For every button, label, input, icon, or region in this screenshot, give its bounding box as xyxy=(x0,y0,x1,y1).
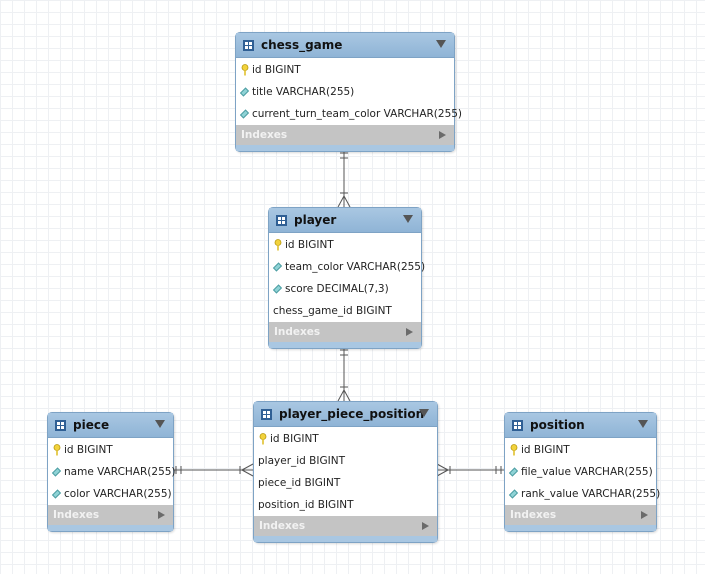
connector-piece-ppp xyxy=(173,463,254,477)
diamond-icon xyxy=(508,489,519,499)
key-icon xyxy=(240,64,250,76)
column-label: position_id BIGINT xyxy=(258,499,354,511)
entity-footer xyxy=(48,525,173,531)
indexes-section[interactable]: Indexes xyxy=(269,322,421,342)
column-row[interactable]: id BIGINT xyxy=(269,234,421,256)
column-row[interactable]: current_turn_team_color VARCHAR(255) xyxy=(236,103,462,125)
entity-piece[interactable]: piece id BIGINT name VARCHAR(255) color … xyxy=(47,412,176,532)
diamond-icon xyxy=(239,87,250,97)
entity-footer xyxy=(254,536,437,542)
key-icon xyxy=(258,433,268,445)
entity-position[interactable]: position id BIGINT file_value VARCHAR(25… xyxy=(504,412,660,532)
indexes-label: Indexes xyxy=(510,509,557,521)
column-row[interactable]: color VARCHAR(255) xyxy=(48,483,173,505)
column-row[interactable]: id BIGINT xyxy=(254,428,437,450)
entity-footer xyxy=(269,342,421,348)
connector-chess-game-player xyxy=(337,150,351,208)
indexes-section[interactable]: Indexes xyxy=(505,505,656,525)
key-icon xyxy=(52,444,62,456)
column-label: title VARCHAR(255) xyxy=(252,86,355,98)
indexes-section[interactable]: Indexes xyxy=(254,516,437,536)
expand-arrow-icon[interactable] xyxy=(158,511,165,519)
indexes-label: Indexes xyxy=(259,520,306,532)
entity-header[interactable]: chess_game xyxy=(236,33,454,58)
collapse-arrow-icon[interactable] xyxy=(638,420,648,428)
table-icon xyxy=(512,419,523,431)
entity-title: piece xyxy=(73,418,110,432)
entity-header[interactable]: player_piece_position xyxy=(254,402,437,427)
column-label: color VARCHAR(255) xyxy=(64,488,172,500)
entity-chess-game[interactable]: chess_game id BIGINT title VARCHAR(255) … xyxy=(235,32,462,152)
column-row[interactable]: id BIGINT xyxy=(236,59,454,81)
column-row[interactable]: rank_value VARCHAR(255) xyxy=(505,483,660,505)
diamond-icon xyxy=(239,109,250,119)
collapse-arrow-icon[interactable] xyxy=(403,215,413,223)
table-icon xyxy=(261,408,272,420)
indexes-label: Indexes xyxy=(53,509,100,521)
entity-player[interactable]: player id BIGINT team_color VARCHAR(255)… xyxy=(268,207,425,349)
column-label: id BIGINT xyxy=(285,239,334,251)
column-row[interactable]: title VARCHAR(255) xyxy=(236,81,454,103)
connector-position-ppp xyxy=(436,463,504,477)
column-row[interactable]: file_value VARCHAR(255) xyxy=(505,461,656,483)
entity-title: player xyxy=(294,213,337,227)
column-label: piece_id BIGINT xyxy=(258,477,341,489)
column-label: id BIGINT xyxy=(521,444,570,456)
column-label: score DECIMAL(7,3) xyxy=(285,283,389,295)
expand-arrow-icon[interactable] xyxy=(406,328,413,336)
diamond-icon xyxy=(51,467,62,477)
entity-title: player_piece_position xyxy=(279,407,425,421)
diamond-icon xyxy=(508,467,519,477)
table-icon xyxy=(276,214,287,226)
column-label: file_value VARCHAR(255) xyxy=(521,466,653,478)
column-row[interactable]: team_color VARCHAR(255) xyxy=(269,256,425,278)
collapse-arrow-icon[interactable] xyxy=(155,420,165,428)
table-icon xyxy=(55,419,66,431)
entity-header[interactable]: piece xyxy=(48,413,173,438)
entity-player-piece-position[interactable]: player_piece_position id BIGINT player_i… xyxy=(253,401,438,543)
indexes-section[interactable]: Indexes xyxy=(236,125,454,145)
column-row[interactable]: position_id BIGINT xyxy=(254,494,437,516)
indexes-label: Indexes xyxy=(241,129,288,141)
collapse-arrow-icon[interactable] xyxy=(419,409,429,417)
diamond-icon xyxy=(51,489,62,499)
column-label: rank_value VARCHAR(255) xyxy=(521,488,661,500)
column-label: id BIGINT xyxy=(252,64,301,76)
column-label: player_id BIGINT xyxy=(258,455,345,467)
column-row[interactable]: chess_game_id BIGINT xyxy=(269,300,421,322)
column-row[interactable]: score DECIMAL(7,3) xyxy=(269,278,421,300)
column-label: current_turn_team_color VARCHAR(255) xyxy=(252,108,463,120)
entity-header[interactable]: position xyxy=(505,413,656,438)
entity-footer xyxy=(236,145,454,151)
column-row[interactable]: piece_id BIGINT xyxy=(254,472,437,494)
key-icon xyxy=(509,444,519,456)
expand-arrow-icon[interactable] xyxy=(641,511,648,519)
column-label: name VARCHAR(255) xyxy=(64,466,176,478)
key-icon xyxy=(273,239,283,251)
entity-title: chess_game xyxy=(261,38,343,52)
collapse-arrow-icon[interactable] xyxy=(436,40,446,48)
column-row[interactable]: name VARCHAR(255) xyxy=(48,461,176,483)
diamond-icon xyxy=(272,284,283,294)
column-label: chess_game_id BIGINT xyxy=(273,305,392,317)
indexes-section[interactable]: Indexes xyxy=(48,505,173,525)
connector-player-ppp xyxy=(337,347,351,402)
indexes-label: Indexes xyxy=(274,326,321,338)
expand-arrow-icon[interactable] xyxy=(422,522,429,530)
column-label: id BIGINT xyxy=(270,433,319,445)
column-row[interactable]: id BIGINT xyxy=(48,439,173,461)
entity-footer xyxy=(505,525,656,531)
column-row[interactable]: player_id BIGINT xyxy=(254,450,437,472)
column-label: team_color VARCHAR(255) xyxy=(285,261,426,273)
entity-header[interactable]: player xyxy=(269,208,421,233)
entity-title: position xyxy=(530,418,585,432)
column-row[interactable]: id BIGINT xyxy=(505,439,656,461)
column-label: id BIGINT xyxy=(64,444,113,456)
table-icon xyxy=(243,39,254,51)
expand-arrow-icon[interactable] xyxy=(439,131,446,139)
diamond-icon xyxy=(272,262,283,272)
